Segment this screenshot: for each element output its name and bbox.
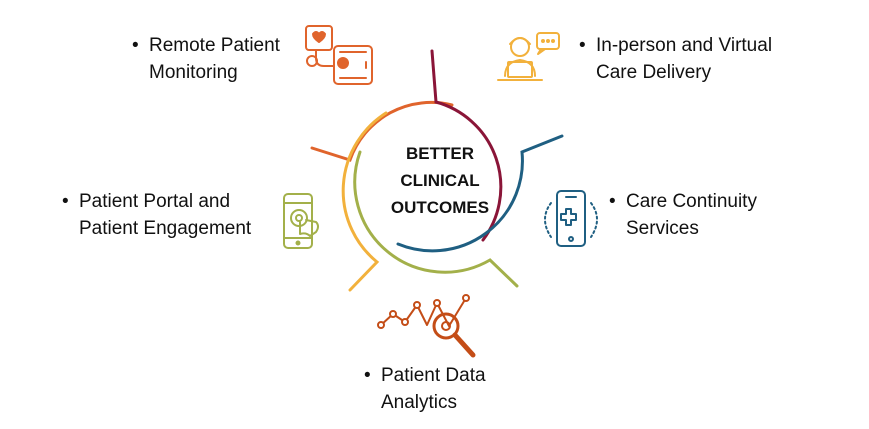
ring-arc-green xyxy=(353,150,519,288)
item-label-line-1: Remote Patient xyxy=(149,35,280,56)
phone-touch-icon xyxy=(283,193,319,249)
item-patient-data-analytics: • Patient Data Analytics xyxy=(364,362,486,416)
item-label-line-2: Analytics xyxy=(381,392,458,413)
item-label-line-2: Care Delivery xyxy=(596,62,712,83)
ring xyxy=(310,49,564,292)
item-label-line-2: Patient Engagement xyxy=(79,218,252,239)
ring-arc-maroon xyxy=(430,49,503,242)
center-title-line-1: BETTER xyxy=(406,144,474,163)
phone-medical-cross-icon xyxy=(544,190,598,247)
bullet: • xyxy=(364,365,371,386)
bullet: • xyxy=(579,35,586,56)
ring-arc-yellow xyxy=(341,111,388,292)
ring-arc-navy xyxy=(396,134,564,253)
bullet: • xyxy=(62,191,69,212)
item-label-line-1: In-person and Virtual xyxy=(596,35,773,56)
item-care-continuity-services: • Care Continuity Services xyxy=(609,188,757,242)
item-in-person-virtual-care: • In-person and Virtual Care Delivery xyxy=(579,32,773,86)
center-title-line-2: CLINICAL xyxy=(400,171,480,190)
center-title-line-3: OUTCOMES xyxy=(390,198,490,217)
analytics-magnifier-icon xyxy=(377,294,476,358)
item-remote-patient-monitoring: • Remote Patient Monitoring xyxy=(132,32,280,86)
center-title: BETTER CLINICAL OUTCOMES xyxy=(372,140,508,221)
item-label-line-1: Patient Data xyxy=(381,365,486,386)
bullet: • xyxy=(609,191,616,212)
item-label-line-2: Services xyxy=(626,218,699,239)
item-label-line-2: Monitoring xyxy=(149,62,238,83)
item-label-line-1: Care Continuity xyxy=(626,191,757,212)
blood-pressure-tablet-icon xyxy=(305,25,373,85)
item-patient-portal-engagement: • Patient Portal and Patient Engagement xyxy=(62,188,252,242)
item-label-line-1: Patient Portal and xyxy=(79,191,231,212)
bullet: • xyxy=(132,35,139,56)
doctor-laptop-chat-icon xyxy=(497,32,560,81)
